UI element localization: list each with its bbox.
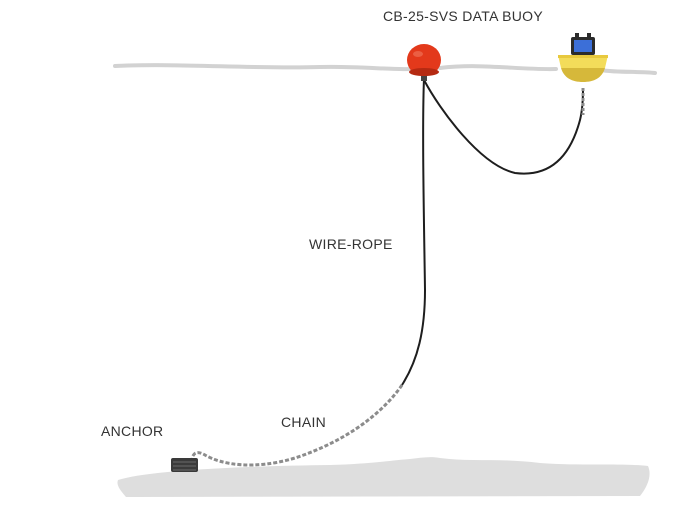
wire-rope-label: WIRE-ROPE	[309, 236, 393, 252]
chain-label: CHAIN	[281, 414, 327, 430]
buoy-tether	[423, 79, 584, 175]
anchor-label: ANCHOR	[101, 423, 164, 439]
sea-surface-line	[113, 63, 657, 75]
anchor-icon	[171, 458, 198, 472]
wire-rope	[401, 77, 427, 386]
marker-buoy-icon	[407, 44, 441, 81]
data-buoy-icon	[558, 33, 608, 82]
seabed	[117, 457, 650, 497]
mooring-chain	[190, 384, 404, 467]
data-buoy-label: CB-25-SVS DATA BUOY	[383, 8, 544, 24]
